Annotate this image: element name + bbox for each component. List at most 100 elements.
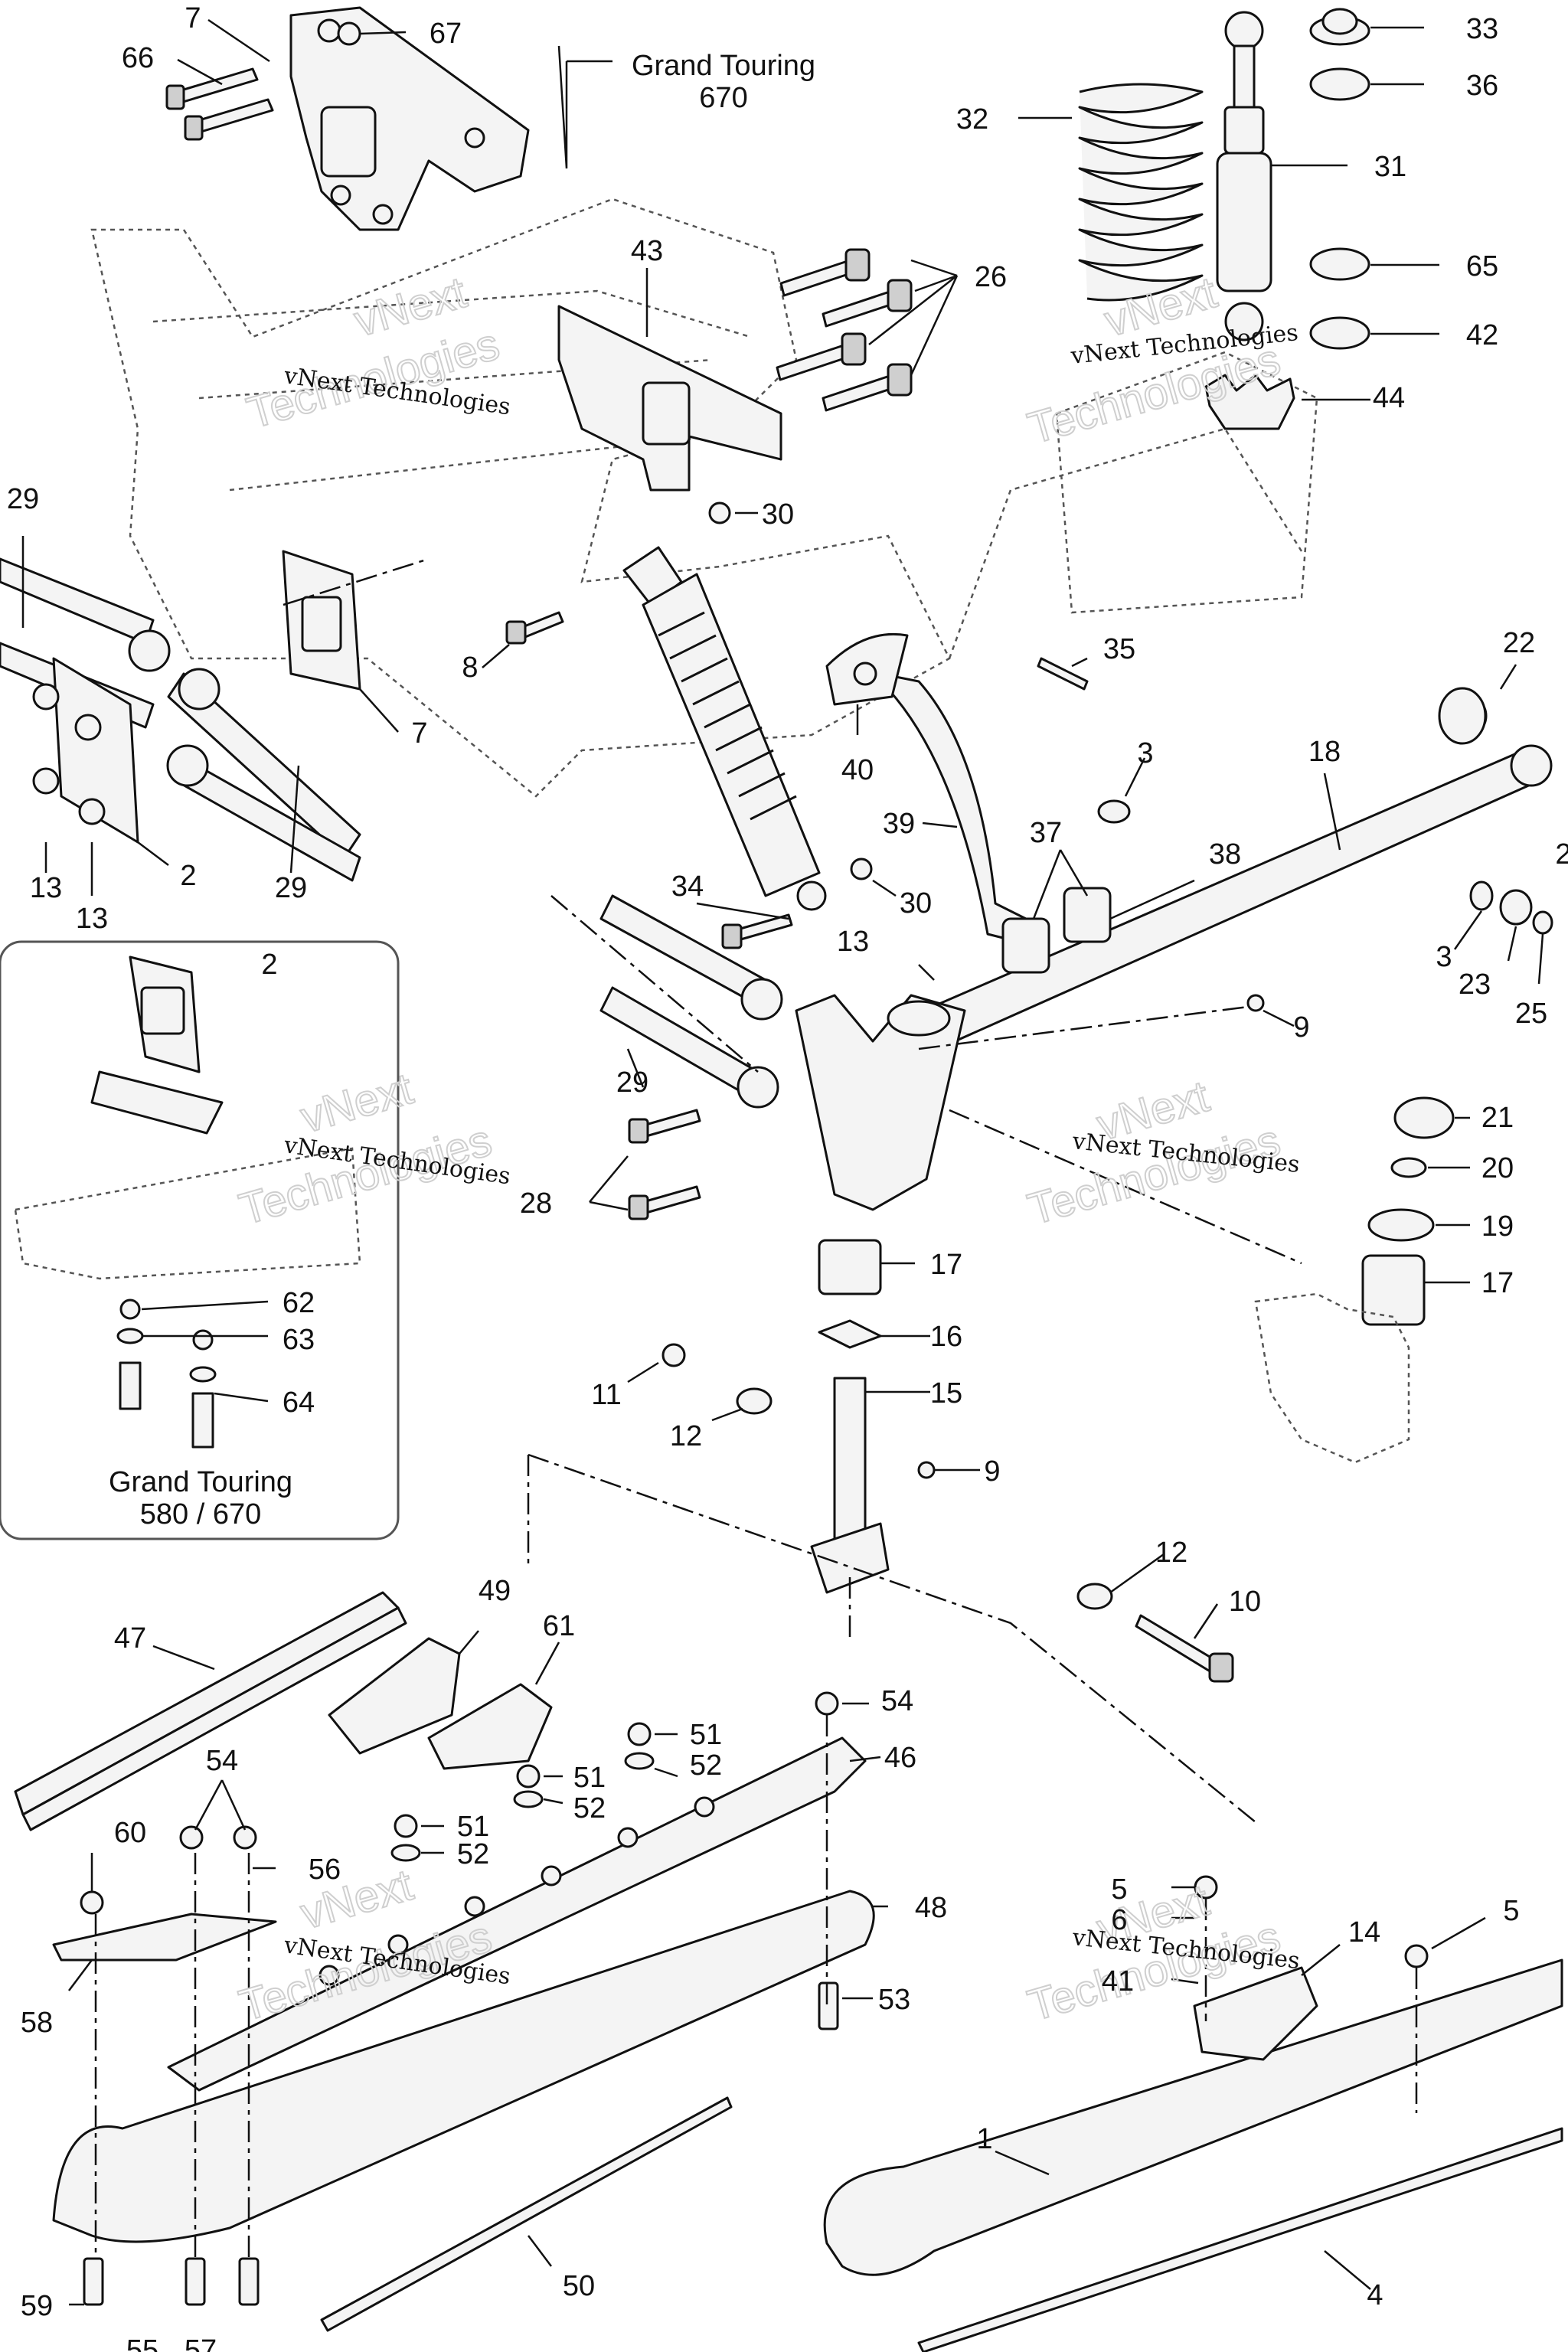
callout-13-c: 13 bbox=[837, 926, 869, 958]
bolt-66 bbox=[165, 67, 274, 141]
callout-1: 1 bbox=[976, 2123, 992, 2155]
runner-50 bbox=[320, 2096, 733, 2332]
callout-65: 65 bbox=[1466, 250, 1498, 283]
cup-42 bbox=[1309, 316, 1370, 350]
callout-50: 50 bbox=[563, 2270, 595, 2302]
callout-64: 64 bbox=[283, 1387, 315, 1419]
callout-38: 38 bbox=[1209, 838, 1241, 871]
callout-18: 18 bbox=[1308, 736, 1341, 768]
spring-32 bbox=[1078, 83, 1204, 302]
callout-43: 43 bbox=[631, 235, 663, 267]
callout-51-b: 51 bbox=[573, 1762, 606, 1794]
callout-46: 46 bbox=[884, 1742, 916, 1774]
callout-52-c: 52 bbox=[457, 1838, 489, 1870]
inset-title-line1: Grand Touring bbox=[109, 1466, 292, 1498]
callout-17-b: 17 bbox=[930, 1249, 962, 1281]
callout-58: 58 bbox=[21, 2007, 53, 2039]
callout-54-a: 54 bbox=[881, 1685, 913, 1717]
callout-3-a: 3 bbox=[1137, 737, 1153, 769]
grease-9 bbox=[917, 994, 1265, 1479]
reference-lines bbox=[94, 557, 1418, 2259]
callout-20: 20 bbox=[1481, 1152, 1514, 1184]
spindle-housing bbox=[795, 994, 966, 1211]
callout-48: 48 bbox=[915, 1892, 947, 1924]
washer-16 bbox=[818, 1319, 882, 1349]
bolts-28 bbox=[628, 1109, 701, 1220]
callout-24: 2 bbox=[1555, 838, 1568, 871]
ski-hardware bbox=[52, 1691, 1429, 2306]
bushing-12 bbox=[736, 1387, 773, 1415]
callout-8: 8 bbox=[462, 652, 478, 684]
block-61 bbox=[427, 1683, 553, 1770]
pin-35 bbox=[1037, 657, 1089, 691]
ski-48 bbox=[52, 1890, 875, 2243]
callout-32: 32 bbox=[956, 103, 988, 136]
callout-53: 53 bbox=[878, 1984, 910, 2016]
callout-14: 14 bbox=[1348, 1916, 1380, 1949]
leader-lines bbox=[21, 18, 1544, 2306]
callout-6: 6 bbox=[1111, 1904, 1127, 1936]
runner-4 bbox=[917, 2127, 1563, 2352]
shock-absorber-31 bbox=[1216, 11, 1272, 341]
callout-9-a: 9 bbox=[1293, 1011, 1309, 1044]
callout-55: 55 bbox=[126, 2334, 158, 2352]
spindle-15 bbox=[810, 1377, 890, 1594]
callout-23: 23 bbox=[1459, 969, 1491, 1001]
cap-3 bbox=[1097, 799, 1131, 824]
callout-54-b: 54 bbox=[206, 1745, 238, 1777]
link-40 bbox=[825, 632, 909, 706]
callout-15: 15 bbox=[930, 1377, 962, 1410]
bracket-43 bbox=[557, 305, 782, 492]
callout-29-a: 29 bbox=[7, 483, 39, 515]
ring-19 bbox=[1367, 1208, 1435, 1242]
cup-36 bbox=[1309, 67, 1370, 101]
ski-right-1 bbox=[823, 1958, 1563, 2276]
callout-42: 42 bbox=[1466, 319, 1498, 351]
bracket-7-top bbox=[289, 6, 530, 231]
callout-41: 41 bbox=[1102, 1965, 1134, 1998]
callout-26: 26 bbox=[975, 261, 1007, 293]
callout-36: 36 bbox=[1466, 70, 1498, 102]
callout-59: 59 bbox=[21, 2290, 53, 2322]
clip-20 bbox=[1390, 1157, 1427, 1178]
nut-11 bbox=[662, 1343, 686, 1367]
callout-52-a: 52 bbox=[690, 1749, 722, 1782]
callout-2-b: 2 bbox=[261, 949, 277, 981]
callout-49: 49 bbox=[479, 1575, 511, 1607]
bushing-17-right bbox=[1361, 1254, 1426, 1326]
inset-box bbox=[0, 940, 400, 1540]
callout-4: 4 bbox=[1367, 2279, 1383, 2311]
callout-22: 22 bbox=[1503, 627, 1535, 659]
watermark: vNext Technologies vNext Technologies vN… bbox=[234, 266, 1302, 2031]
callout-60: 60 bbox=[114, 1817, 146, 1849]
callout-35: 35 bbox=[1103, 633, 1135, 665]
bracket-49 bbox=[328, 1637, 461, 1755]
callout-66: 66 bbox=[122, 42, 154, 74]
callout-61: 61 bbox=[543, 1610, 575, 1642]
callout-67: 67 bbox=[430, 18, 462, 50]
bracket-7-mid bbox=[282, 550, 361, 691]
cup-65 bbox=[1309, 247, 1370, 281]
callout-13-a: 13 bbox=[30, 872, 62, 904]
bolts-26 bbox=[776, 248, 913, 412]
callouts: 7 66 67 33 36 32 31 65 42 44 43 26 29 30… bbox=[7, 2, 1568, 2352]
knuckle-outline bbox=[1254, 1292, 1410, 1464]
callout-16: 16 bbox=[930, 1321, 962, 1353]
callout-25: 25 bbox=[1515, 998, 1547, 1030]
callout-17-a: 17 bbox=[1481, 1267, 1514, 1299]
callout-51-c: 51 bbox=[457, 1811, 489, 1843]
callout-30-a: 30 bbox=[762, 498, 794, 531]
callout-2-a: 2 bbox=[180, 860, 196, 892]
plate-2 bbox=[32, 657, 139, 844]
callout-11: 11 bbox=[591, 1379, 621, 1411]
bolt-34 bbox=[721, 913, 793, 949]
callout-21: 21 bbox=[1481, 1102, 1514, 1134]
cap-21 bbox=[1393, 1096, 1455, 1139]
callout-40: 40 bbox=[841, 754, 874, 786]
top-title-line2: 670 bbox=[699, 82, 747, 114]
bushing-17 bbox=[818, 1239, 882, 1295]
bolt-10 bbox=[1076, 1583, 1234, 1683]
callout-3-b: 3 bbox=[1436, 941, 1452, 973]
callout-7-top: 7 bbox=[185, 2, 201, 34]
ski-frame-46 bbox=[167, 1736, 867, 2092]
